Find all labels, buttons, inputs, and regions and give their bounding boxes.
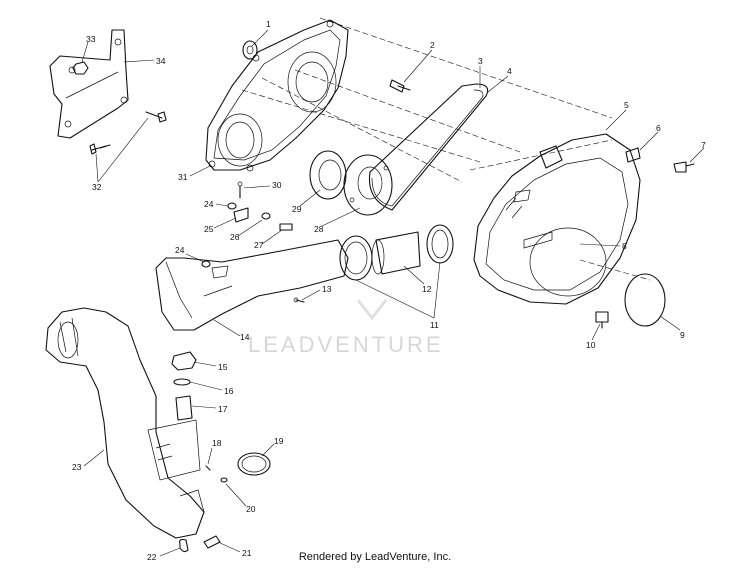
part-34-bracket [49, 29, 129, 139]
callout-34: 34 [156, 56, 166, 66]
callout-30: 30 [272, 180, 282, 190]
part-25-clip [233, 207, 249, 223]
part-1-washer [242, 40, 258, 60]
part-16-oring [173, 378, 191, 386]
callout-12: 12 [422, 284, 432, 294]
callout-21: 21 [242, 548, 252, 558]
part-26-washer [261, 212, 271, 220]
callout-24-lower: 24 [175, 245, 185, 255]
part-19-clamp [237, 452, 271, 476]
part-14-intake-duct [155, 239, 349, 331]
callout-28: 28 [314, 224, 324, 234]
callout-3: 3 [478, 56, 483, 66]
callout-2: 2 [430, 40, 435, 50]
callout-labels: 1 2 3 4 5 6 7 8 9 10 11 12 13 14 15 16 1… [72, 19, 706, 562]
callout-26: 26 [230, 232, 240, 242]
callout-14: 14 [240, 332, 250, 342]
part-31-inner-housing [205, 19, 349, 172]
assembly-lines [241, 17, 651, 281]
part-7-bolt [673, 161, 695, 173]
part-20-washer [220, 477, 228, 483]
callout-29: 29 [292, 204, 302, 214]
part-24-washer-bottom [201, 260, 211, 268]
part-2-bolt [389, 79, 411, 93]
callout-20: 20 [246, 504, 256, 514]
callout-7: 7 [701, 140, 706, 150]
part-8-decal [523, 231, 553, 249]
footer-credit: Rendered by LeadVenture, Inc. [298, 551, 452, 563]
callout-27: 27 [254, 240, 264, 250]
callout-32: 32 [92, 182, 102, 192]
callout-5: 5 [624, 100, 629, 110]
part-5-outer-cover [473, 133, 641, 305]
part-13-screw [293, 297, 305, 303]
callout-24-upper: 24 [204, 199, 214, 209]
part-6-clip [625, 147, 641, 163]
part-21-drain-tube [203, 535, 221, 549]
part-10-bolt [595, 311, 609, 329]
callout-13: 13 [322, 284, 332, 294]
part-24-washer-top [227, 202, 237, 210]
part-23-lower-duct [45, 307, 205, 539]
callout-23: 23 [72, 462, 82, 472]
part-3-4-belt [368, 83, 489, 211]
callout-1: 1 [266, 19, 271, 29]
callout-17: 17 [218, 404, 228, 414]
callout-9: 9 [680, 330, 685, 340]
callout-33: 33 [86, 34, 96, 44]
part-11-clamps [339, 224, 454, 281]
part-18-screw [205, 465, 211, 471]
watermark-text: LEADVENTURE [248, 332, 444, 357]
watermark: LEADVENTURE [248, 299, 444, 357]
part-33-nut [72, 61, 89, 75]
callout-25: 25 [204, 224, 214, 234]
leader-lines [81, 29, 705, 557]
part-28-plate [343, 154, 393, 216]
callout-22: 22 [147, 552, 157, 562]
callout-31: 31 [178, 172, 188, 182]
part-22-hose-clamp [179, 538, 189, 553]
callout-19: 19 [274, 436, 284, 446]
callout-11: 11 [430, 320, 439, 330]
callout-16: 16 [224, 386, 234, 396]
part-12-tube [371, 231, 421, 275]
part-32-bolts [89, 111, 167, 155]
part-9-pad [624, 273, 666, 327]
callout-10: 10 [586, 340, 596, 350]
callout-18: 18 [212, 438, 222, 448]
callout-4: 4 [507, 66, 512, 76]
part-15-cap [171, 351, 197, 371]
part-29-seal [309, 150, 347, 200]
callout-6: 6 [656, 123, 661, 133]
watermark-logo-icon [356, 299, 388, 321]
callout-15: 15 [218, 362, 228, 372]
callout-8: 8 [622, 241, 627, 251]
part-30-screw [237, 181, 243, 199]
part-17-fitting [175, 395, 193, 421]
part-27-bolt [279, 223, 293, 231]
